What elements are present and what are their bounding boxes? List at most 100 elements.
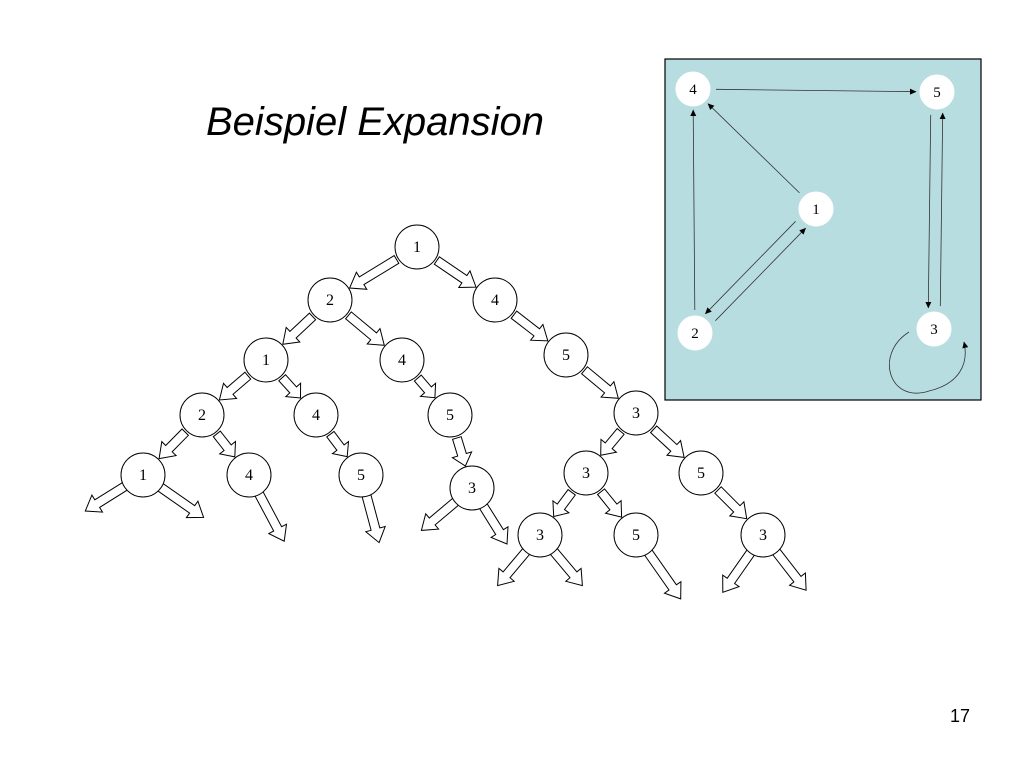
tree-node: 4 (226, 452, 272, 498)
tree-node-circle (243, 337, 289, 383)
graph-edge (715, 88, 917, 95)
graph-node-circle (919, 74, 955, 110)
tree-node: 1 (394, 224, 440, 270)
graph-node-circle (677, 315, 713, 351)
tree-edge-arrow (649, 425, 685, 458)
tree-node-circle (472, 277, 518, 323)
tree-node: 5 (338, 452, 384, 498)
tree-edge-arrow (714, 486, 748, 520)
tree-node-circle (613, 390, 659, 436)
tree-node: 1 (243, 337, 289, 383)
tree-node: 2 (179, 392, 225, 438)
tree-node: 4 (379, 337, 425, 383)
tree-edge-arrow (158, 428, 190, 460)
graph-node: 4 (675, 71, 711, 107)
expansion-stub-arrow (156, 482, 205, 519)
tree-node-circle (379, 337, 425, 383)
tree-edge-arrow (413, 374, 437, 399)
tree-node: 3 (740, 512, 786, 558)
tree-node-circle (338, 452, 384, 498)
tree-node-label: 4 (245, 467, 253, 484)
tree-edge-arrow (580, 366, 619, 399)
tree-node: 5 (613, 512, 659, 558)
graph-edge (715, 227, 806, 321)
tree-edge-arrow (344, 311, 385, 346)
tree-edge-arrow (510, 310, 549, 342)
slide-number: 17 (949, 706, 970, 726)
expansion-stub-arrow (253, 489, 288, 542)
graph-edges (690, 88, 969, 394)
tree-edge-arrow (212, 430, 237, 458)
graph-node-label: 3 (930, 322, 938, 338)
tree-node-circle (427, 392, 473, 438)
tree-node-circle (179, 392, 225, 438)
graph-edge (690, 109, 697, 311)
tree-node-circle (517, 512, 563, 558)
tree-node-circle (543, 332, 589, 378)
tree-node-label: 2 (198, 407, 206, 424)
tree-edge-arrow (552, 488, 576, 518)
expansion-stub-arrow (361, 492, 387, 544)
tree-node: 3 (517, 512, 563, 558)
expansion-stub-arrow (722, 548, 756, 594)
tree-edge-arrow (596, 488, 623, 518)
tree-node: 5 (543, 332, 589, 378)
tree-node-label: 5 (632, 527, 640, 544)
tree-node-label: 1 (413, 239, 421, 256)
tree-arrows (84, 254, 807, 600)
tree-node-label: 4 (398, 352, 406, 369)
expansion-stub-arrow (478, 501, 509, 545)
tree-node-label: 5 (697, 465, 705, 482)
tree-node-label: 3 (468, 480, 476, 497)
graph-panel (664, 58, 982, 401)
tree-node-label: 5 (562, 347, 570, 364)
expansion-stub-arrow (643, 548, 682, 600)
tree-node-circle (394, 224, 440, 270)
tree-edge-arrow (433, 256, 477, 289)
tree-node: 3 (449, 465, 495, 511)
tree-node-label: 1 (262, 352, 270, 369)
tree-node-label: 5 (446, 407, 454, 424)
tree-node: 2 (307, 277, 353, 323)
tree-edge-arrow (278, 373, 302, 399)
tree-node: 3 (563, 450, 609, 496)
graph-node-label: 4 (689, 82, 697, 98)
tree-edge-arrow (451, 436, 473, 467)
tree-node-circle (563, 450, 609, 496)
tree-node: 1 (120, 452, 166, 498)
graph-node-label: 2 (691, 326, 699, 342)
tree-node-circle (120, 452, 166, 498)
tree-edge-arrow (282, 312, 317, 345)
tree-node-label: 4 (491, 292, 499, 309)
graph-node-label: 1 (812, 202, 820, 218)
tree-node-circle (293, 392, 339, 438)
tree-edge-arrow (600, 427, 625, 456)
tree-node: 3 (613, 390, 659, 436)
expansion-stub-arrow (84, 481, 130, 513)
expansion-stub-arrow (420, 496, 461, 531)
graph-node: 1 (798, 191, 834, 227)
tree-node-label: 5 (357, 467, 365, 484)
graph-node-circle (916, 311, 952, 347)
tree-node: 5 (678, 450, 724, 496)
tree-node-label: 1 (139, 467, 147, 484)
graph-node-circle (798, 191, 834, 227)
tree-node-label: 3 (536, 527, 544, 544)
graph-node: 2 (677, 315, 713, 351)
tree-node-circle (740, 512, 786, 558)
tree-node-circle (226, 452, 272, 498)
tree-node-label: 3 (582, 465, 590, 482)
tree-node: 5 (427, 392, 473, 438)
tree-node: 4 (472, 277, 518, 323)
tree-edge-arrow (218, 371, 252, 401)
graph-edge (925, 114, 932, 309)
slide-title: Beispiel Expansion (206, 100, 544, 144)
expansion-stub-arrow (497, 546, 532, 587)
tree-node-label: 3 (632, 405, 640, 422)
tree-node-circle (678, 450, 724, 496)
tree-node-label: 3 (759, 527, 767, 544)
graph-node: 3 (916, 311, 952, 347)
